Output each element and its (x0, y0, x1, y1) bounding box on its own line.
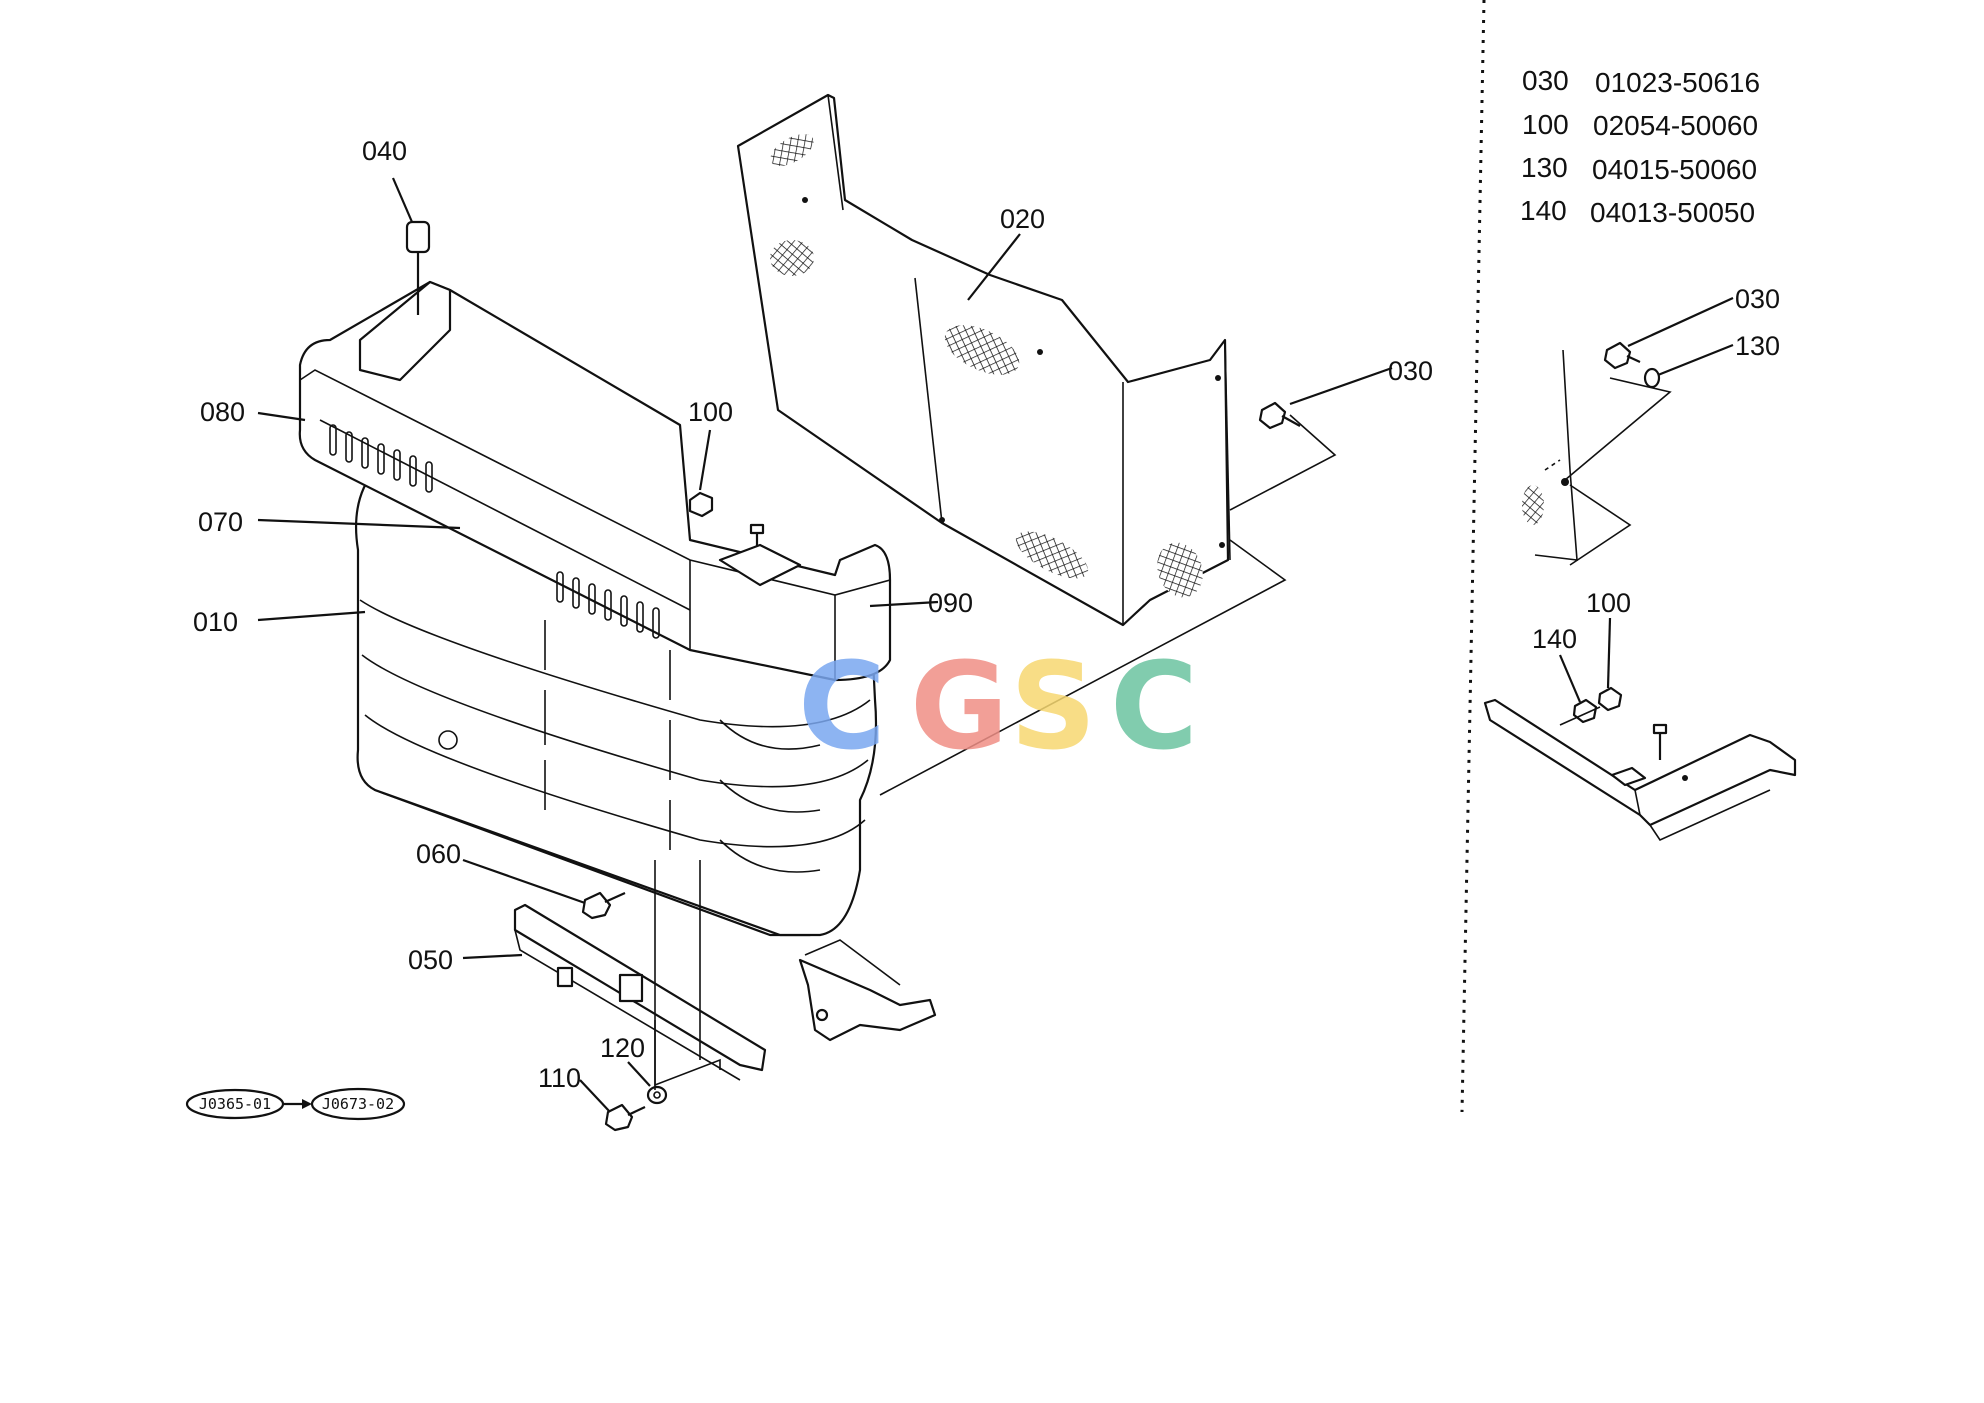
table-ref: 130 (1521, 152, 1568, 183)
watermark-letter-s: S (1010, 638, 1096, 777)
detail-drawing (1483, 341, 1797, 842)
serial-range: J0365-01 J0673-02 (185, 1087, 406, 1121)
callout-110: 110 (538, 1063, 581, 1093)
callout-090: 090 (928, 588, 973, 618)
watermark-letter-c2: C (1110, 638, 1198, 777)
table-part-no: 04013-50050 (1590, 197, 1755, 228)
detail-callout-140: 140 (1532, 624, 1577, 654)
cgsc-watermark-logo: C G S C (798, 638, 1198, 777)
vent-slots-left (329, 424, 433, 493)
callout-100: 100 (688, 397, 733, 427)
section-divider (1460, 0, 1486, 1113)
callout-070: 070 (198, 507, 243, 537)
callout-050: 050 (408, 945, 453, 975)
callout-010: 010 (193, 607, 238, 637)
rear-panel-drawing (736, 93, 1231, 627)
table-part-no: 04015-50060 (1592, 154, 1757, 185)
callout-060: 060 (416, 839, 461, 869)
arrow-right-icon (302, 1099, 312, 1109)
callout-020: 020 (1000, 204, 1045, 234)
leader-lines (257, 177, 1393, 1113)
detail-leader-lines (1558, 296, 1734, 703)
bracket-drawing (513, 401, 1337, 1132)
parts-table: 030 01023-50616 100 02054-50060 130 0401… (1520, 65, 1760, 228)
callout-040: 040 (362, 136, 407, 166)
watermark-letter-g: G (910, 638, 1009, 777)
callout-120: 120 (600, 1033, 645, 1063)
detail-callout-100: 100 (1586, 588, 1631, 618)
table-ref: 030 (1522, 65, 1569, 96)
detail-callout-030: 030 (1735, 284, 1780, 314)
serial-tag-to: J0673-02 (322, 1095, 394, 1113)
table-ref: 140 (1520, 195, 1567, 226)
callout-030: 030 (1388, 356, 1433, 386)
watermark-letter-c1: C (798, 638, 886, 777)
callout-080: 080 (200, 397, 245, 427)
serial-tag-from: J0365-01 (199, 1095, 271, 1113)
vent-slots-right (556, 571, 660, 639)
front-grille-drawing (298, 220, 892, 937)
table-ref: 100 (1522, 109, 1569, 140)
table-part-no: 01023-50616 (1595, 67, 1760, 98)
detail-callout-130: 130 (1735, 331, 1780, 361)
table-part-no: 02054-50060 (1593, 110, 1758, 141)
